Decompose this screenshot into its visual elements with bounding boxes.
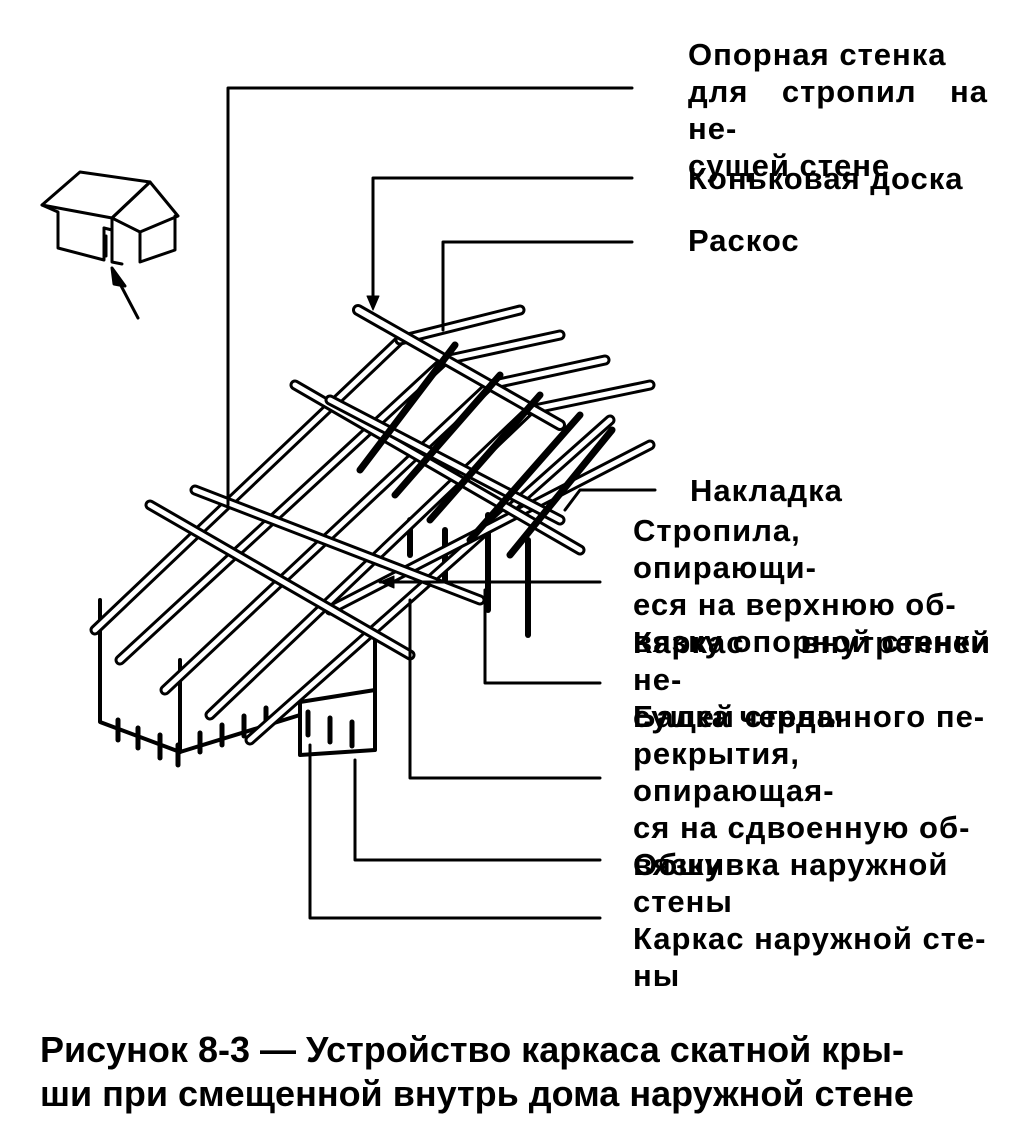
label-rafters-on-plate: Стропила, опирающи- еся на верхнюю об- в…	[633, 513, 991, 659]
label-inner-wall-frame: Каркас внутренней не- сущей стены	[633, 625, 991, 734]
house-thumbnail-icon	[40, 170, 180, 266]
leader-arrowheads	[366, 295, 395, 589]
label-support-wall: Опорная стенка для стропил на не- сущей …	[688, 37, 988, 183]
label-ceiling-joist: Балка чердачного пе- рекрытия, опирающая…	[633, 699, 986, 882]
upper-rafter-tails	[394, 304, 656, 416]
label-brace: Раскос	[688, 223, 800, 258]
leader-lines	[226, 86, 657, 920]
label-gusset: Накладка	[690, 473, 843, 508]
label-outer-wall-frame: Каркас наружной сте- ны	[633, 921, 987, 993]
pointer-arrow-icon	[110, 266, 140, 320]
figure-caption-text: — Устройство каркаса скатной кры- ши при…	[40, 1029, 914, 1114]
figure-number: Рисунок 8-3	[40, 1029, 250, 1070]
label-ridge-board: Коньковая доска	[688, 161, 964, 196]
roof-framing-drawing	[40, 86, 657, 920]
label-outer-sheathing: Обшивка наружной стены	[633, 847, 949, 919]
figure-caption: Рисунок 8-3 — Устройство каркаса скатной…	[40, 1028, 995, 1116]
braces	[356, 341, 616, 559]
